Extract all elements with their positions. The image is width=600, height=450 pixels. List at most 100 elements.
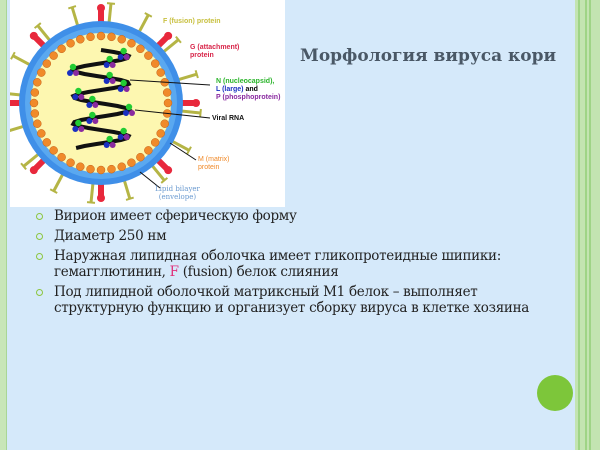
right-decor-stripes (575, 0, 600, 450)
matrix-protein-bead (96, 31, 106, 41)
matrix-protein-bead (96, 165, 106, 175)
f-protein-tip (106, 2, 116, 5)
matrix-protein-bead (37, 129, 46, 138)
matrix-protein-bead (30, 88, 40, 97)
p-protein (92, 102, 99, 108)
matrix-protein-bead (66, 158, 75, 167)
p-protein (129, 110, 135, 116)
matrix-protein-bead (57, 152, 66, 162)
f-protein-tip (86, 201, 96, 204)
bullet-item: Под липидной оболочкой матриксный М1 бел… (36, 284, 566, 316)
matrix-protein-bead (156, 129, 165, 138)
matrix-protein-bead (42, 138, 52, 147)
l-protein (117, 134, 124, 140)
f-protein-tip (175, 35, 182, 44)
matrix-protein-bead (49, 51, 58, 60)
f-protein-tip (49, 188, 58, 194)
l-protein (117, 86, 124, 92)
p-protein (123, 134, 130, 140)
l-protein (67, 70, 73, 76)
bullet-icon (36, 233, 43, 240)
n-protein (89, 111, 96, 119)
matrix-protein-bead (156, 68, 165, 77)
f-protein-tip (68, 5, 77, 10)
p-protein (109, 62, 116, 68)
f-protein-tip (125, 196, 134, 201)
bullet-text: Наружная липидная оболочка имеет гликопр… (54, 248, 501, 280)
g-protein-head (97, 4, 105, 12)
p-protein (78, 94, 85, 100)
pointer-arrow (129, 79, 211, 86)
matrix-protein-bead (76, 35, 85, 44)
pointer-arrow (169, 142, 197, 161)
n-protein (75, 119, 82, 127)
bullet-text: Под липидной оболочкой матриксный М1 бел… (54, 284, 530, 316)
l-protein (103, 78, 110, 84)
bullet-icon (36, 289, 43, 296)
g-protein-head (164, 31, 173, 40)
matrix-protein-bead (49, 146, 58, 155)
matrix-protein-bead (66, 39, 75, 48)
matrix-protein-bead (162, 88, 172, 97)
left-decor-stripe (0, 0, 7, 450)
g-protein-head (192, 99, 200, 107)
l-protein (103, 142, 110, 148)
l-protein (123, 110, 129, 116)
pointer-arrow (139, 171, 161, 189)
matrix-protein-bead (86, 164, 95, 174)
l-protein (103, 62, 110, 68)
l-protein (117, 54, 124, 60)
n-protein (89, 95, 96, 103)
n-protein (69, 63, 77, 71)
matrix-protein-bead (107, 164, 116, 174)
matrix-protein-bead (163, 98, 173, 108)
p-protein (92, 118, 99, 124)
matrix-protein-bead (76, 162, 85, 171)
l-protein (72, 126, 79, 132)
g-protein-head (29, 31, 38, 40)
l-protein (72, 94, 79, 100)
matrix-protein-bead (144, 51, 153, 60)
matrix-protein-bead (107, 32, 116, 42)
bullet-text: (fusion) белок слияния (178, 264, 339, 280)
matrix-protein-bead (150, 59, 160, 68)
bullet-icon (36, 213, 43, 220)
highlight-f: F (169, 264, 179, 280)
bullet-list: Вирион имеет сферическую форму Диаметр 2… (36, 208, 566, 320)
f-protein-tip (160, 177, 169, 184)
matrix-protein-bead (30, 109, 40, 118)
bullet-item: Наружная липидная оболочка имеет гликопр… (36, 248, 566, 280)
f-protein-tip (10, 51, 16, 60)
p-protein (109, 78, 116, 84)
bullet-item: Вирион имеет сферическую форму (36, 208, 566, 224)
virus-illustration (10, 2, 211, 204)
f-protein-tip (33, 22, 42, 29)
viral-rna-helix (69, 48, 133, 150)
n-protein (75, 87, 82, 95)
f-protein-tip (186, 146, 192, 155)
p-protein (78, 126, 85, 132)
label-m-protein: M (matrix)protein (198, 156, 230, 171)
matrix-protein-bead (136, 44, 145, 54)
matrix-protein-bead (160, 119, 169, 128)
p-protein (123, 54, 130, 60)
matrix-protein-bead (150, 138, 160, 147)
bullet-item: Диаметр 250 нм (36, 228, 566, 244)
matrix-protein-bead (136, 152, 145, 162)
l-protein (86, 118, 93, 124)
matrix-protein-bead (33, 78, 42, 87)
bullet-icon (36, 253, 43, 260)
g-protein-head (97, 194, 105, 202)
slide-title: Морфология вируса кори (300, 46, 557, 66)
label-lipid-bilayer: Lipid bilayer(envelope) (155, 185, 200, 201)
matrix-protein-bead (42, 59, 52, 68)
l-protein (86, 102, 93, 108)
n-protein (106, 55, 113, 63)
label-viral-rna: Viral RNA (212, 115, 245, 122)
p-protein (109, 142, 116, 148)
matrix-protein-bead (144, 146, 153, 155)
pointer-arrow (134, 109, 211, 119)
g-protein-head (29, 166, 38, 175)
matrix-protein-bead (37, 68, 46, 77)
n-protein (120, 127, 127, 135)
